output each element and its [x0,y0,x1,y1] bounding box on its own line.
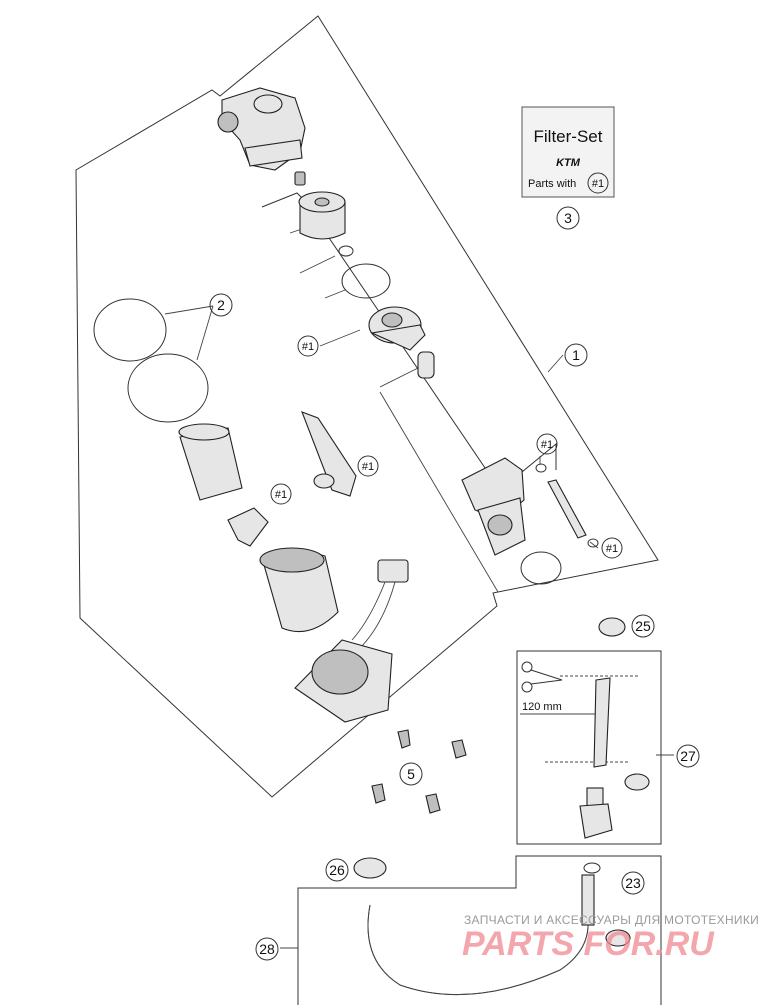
svg-text:25: 25 [635,618,651,634]
ref-marker-left-lower: #1 [270,483,292,505]
ref-marker-left-upper: #1 [297,335,319,357]
small-spring [294,171,306,186]
ref-marker-mid: #1 [357,455,379,477]
pump-housing-cylinder [259,547,339,633]
svg-text:1: 1 [572,347,580,363]
hose-clamp-right [605,929,631,947]
watermark-tagline: ЗАПЧАСТИ И АКСЕССУАРЫ ДЛЯ МОТОТЕХНИКИ [464,913,759,927]
callout-2: 2 [209,293,233,317]
small-o-ring [338,245,354,257]
callout-23: 23 [621,871,645,895]
svg-text:23: 23 [625,875,641,891]
callout-3: 3 [556,206,580,230]
leader-lines [164,227,674,949]
ref-marker-right-upper: #1 [536,433,558,455]
hose-fitting-23 [581,862,601,926]
svg-text:#1: #1 [302,341,314,353]
pump-flange [294,639,393,723]
callout-27: 27 [676,744,700,768]
ref-marker-right-lower: #1 [601,537,623,559]
watermark-logo: PARTS FOR.RU [462,925,715,963]
pickup-tube [547,479,587,539]
parts-with-label: Parts with [528,178,576,190]
fuel-hose-outline [367,904,589,996]
large-o-ring-lower [127,353,209,423]
pump-o-ring [520,551,562,585]
tube-o-ring-lower [587,538,599,548]
callout-25: 25 [631,614,655,638]
svg-text:3: 3 [564,210,572,226]
pressure-regulator [368,306,426,351]
hose-connector [313,473,335,489]
callout-26: 26 [325,858,349,882]
svg-text:27: 27 [680,748,696,764]
retaining-clip [227,507,269,547]
hose-kit-box [516,650,662,845]
svg-text:#1: #1 [541,439,553,451]
svg-text:28: 28 [259,941,275,957]
filter-set-card: Filter-Set KTM Parts with #1 [521,106,615,198]
pump-motor-bracket [461,457,526,556]
callout-28: 28 [255,937,279,961]
o-ring [341,263,391,299]
scissors-icon [521,661,563,693]
callout-1: 1 [564,343,588,367]
svg-text:2: 2 [217,297,225,313]
filter-sleeve [178,423,243,501]
filter-set-title: Filter-Set [534,127,603,146]
measure-label: 120 mm [522,701,562,713]
quick-connector [579,787,613,839]
svg-text:5: 5 [407,766,415,782]
wiring-connector [351,559,409,647]
cylindrical-filter [298,191,346,240]
main-assembly-outline [75,15,659,798]
svg-text:#1: #1 [275,489,287,501]
screw-set [371,729,467,814]
svg-text:#1: #1 [362,461,374,473]
subgroup-diagonal [379,391,499,593]
pump-top-housing [217,87,306,171]
svg-text:26: 26 [329,862,345,878]
hose-clamp-25 [598,617,626,637]
tube-o-ring-upper [535,463,547,473]
callout-5: 5 [399,762,423,786]
svg-text:#1: #1 [606,543,618,555]
hose-clamp-26 [353,857,387,879]
large-o-ring-upper [93,298,167,362]
parts-with-ref: #1 [592,178,604,190]
small-hose-clamp [624,773,650,791]
small-tube [417,351,435,379]
fuel-hose-box [297,855,662,1005]
cut-hose [593,677,611,768]
ktm-logo: KTM [556,157,581,169]
